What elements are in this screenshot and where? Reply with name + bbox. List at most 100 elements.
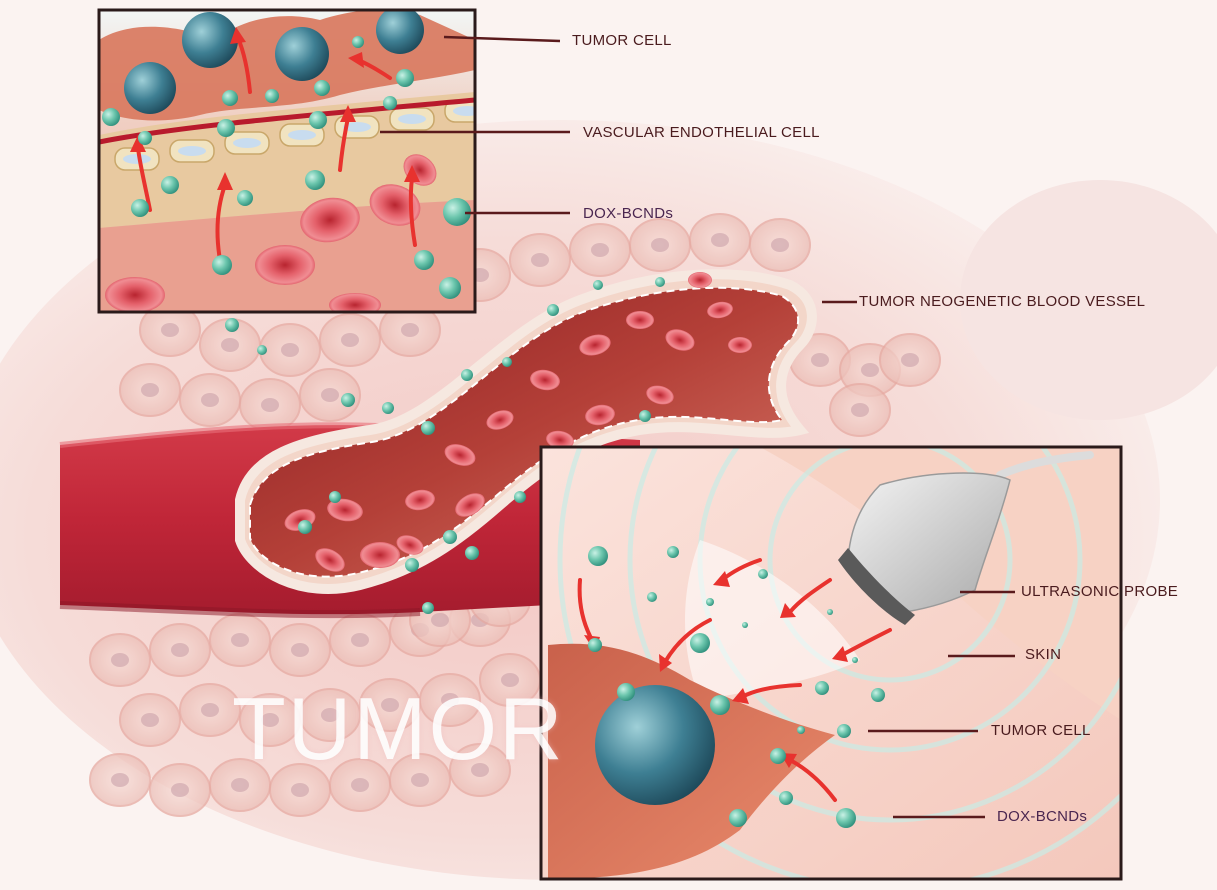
nanodroplet: [706, 598, 714, 606]
nanodroplet: [257, 345, 267, 355]
red-blood-cell: [360, 542, 400, 568]
tissue-cell-nucleus: [161, 323, 179, 337]
nanodroplet: [729, 809, 747, 827]
nanodroplet: [815, 681, 829, 695]
tissue-cell-nucleus: [111, 773, 129, 787]
label-ultrasonic-probe: ULTRASONIC PROBE: [1021, 583, 1178, 600]
nanodroplet: [161, 176, 179, 194]
nanodroplet: [514, 491, 526, 503]
label-dox-bcnds-top: DOX-BCNDs: [583, 205, 673, 222]
tissue-cell-nucleus: [291, 783, 309, 797]
tissue-cell-nucleus: [261, 398, 279, 412]
nanodroplet: [836, 808, 856, 828]
red-blood-cell: [255, 245, 315, 285]
nanodroplet: [588, 638, 602, 652]
nanodroplet: [138, 131, 152, 145]
nanodroplet: [797, 726, 805, 734]
nanodroplet: [217, 119, 235, 137]
inset-top-nucleus: [182, 12, 238, 68]
tissue-cell-nucleus: [401, 323, 419, 337]
tissue-cell-nucleus: [771, 238, 789, 252]
inset-top-nucleus: [124, 62, 176, 114]
red-blood-cell: [728, 337, 752, 353]
tissue-cell-nucleus: [351, 633, 369, 647]
red-blood-cell: [105, 277, 165, 313]
nanodroplet: [655, 277, 665, 287]
nanodroplet: [102, 108, 120, 126]
nanodroplet: [588, 546, 608, 566]
nanodroplet: [225, 318, 239, 332]
label-dox-bcnds-bottom: DOX-BCNDs: [997, 808, 1087, 825]
nanodroplet: [852, 657, 858, 663]
nanodroplet: [352, 36, 364, 48]
inset-top-nucleus: [376, 6, 424, 54]
endothelial-cell-nucleus: [288, 130, 316, 140]
tissue-cell-nucleus: [281, 343, 299, 357]
tissue-cell-nucleus: [901, 353, 919, 367]
nanodroplet: [742, 622, 748, 628]
nanodroplet: [265, 89, 279, 103]
nanodroplet: [329, 491, 341, 503]
bottom-tumor-nucleus: [595, 685, 715, 805]
nanodroplet: [422, 602, 434, 614]
nanodroplet: [421, 421, 435, 435]
endothelial-cell-nucleus: [233, 138, 261, 148]
nanodroplet: [131, 199, 149, 217]
tissue-cell-nucleus: [651, 238, 669, 252]
inset-top: [99, 6, 489, 317]
tissue-cell-nucleus: [591, 243, 609, 257]
nanodroplet: [779, 791, 793, 805]
red-blood-cell: [626, 311, 654, 329]
tissue-cell-nucleus: [201, 703, 219, 717]
tumor-region-label: TUMOR: [232, 678, 565, 780]
nanodroplet: [237, 190, 253, 206]
red-blood-cell: [688, 272, 712, 288]
nanodroplet: [758, 569, 768, 579]
tissue-cell-nucleus: [811, 353, 829, 367]
nanodroplet: [341, 393, 355, 407]
label-vascular-endothelial-cell: VASCULAR ENDOTHELIAL CELL: [583, 124, 820, 141]
nanodroplet: [309, 111, 327, 129]
nanodroplet: [710, 695, 730, 715]
tissue-cell-nucleus: [171, 643, 189, 657]
nanodroplet: [383, 96, 397, 110]
inset-top-nucleus: [275, 27, 329, 81]
label-skin: SKIN: [1025, 646, 1061, 663]
label-tumor-cell-bottom: TUMOR CELL: [991, 722, 1091, 739]
nanodroplet: [502, 357, 512, 367]
nanodroplet: [212, 255, 232, 275]
tissue-cell-nucleus: [351, 778, 369, 792]
tissue-cell-nucleus: [531, 253, 549, 267]
nanodroplet: [827, 609, 833, 615]
nanodroplet: [547, 304, 559, 316]
nanodroplet: [871, 688, 885, 702]
nanodroplet: [465, 546, 479, 560]
nanodroplet: [617, 683, 635, 701]
nanodroplet: [305, 170, 325, 190]
nanodroplet: [439, 277, 461, 299]
tissue-cell-nucleus: [291, 643, 309, 657]
tissue-cell-nucleus: [111, 653, 129, 667]
nanodroplet: [405, 558, 419, 572]
tissue-cell-nucleus: [171, 783, 189, 797]
tissue-cell-nucleus: [221, 338, 239, 352]
nanodroplet: [593, 280, 603, 290]
tissue-cell-nucleus: [861, 363, 879, 377]
endothelial-cell-nucleus: [123, 154, 151, 164]
tissue-cell-nucleus: [341, 333, 359, 347]
endothelial-cell-nucleus: [398, 114, 426, 124]
label-tumor-cell-top: TUMOR CELL: [572, 32, 672, 49]
nanodroplet: [382, 402, 394, 414]
tissue-cell-nucleus: [141, 383, 159, 397]
nanodroplet: [639, 410, 651, 422]
label-tumor-neogenetic-blood-vessel: TUMOR NEOGENETIC BLOOD VESSEL: [859, 293, 1145, 310]
tissue-cell-nucleus: [321, 388, 339, 402]
nanodroplet: [222, 90, 238, 106]
nanodroplet: [837, 724, 851, 738]
nanodroplet: [298, 520, 312, 534]
nanodroplet: [396, 69, 414, 87]
tissue-cell-nucleus: [231, 778, 249, 792]
nanodroplet: [667, 546, 679, 558]
nanodroplet: [461, 369, 473, 381]
endothelial-cell-nucleus: [178, 146, 206, 156]
